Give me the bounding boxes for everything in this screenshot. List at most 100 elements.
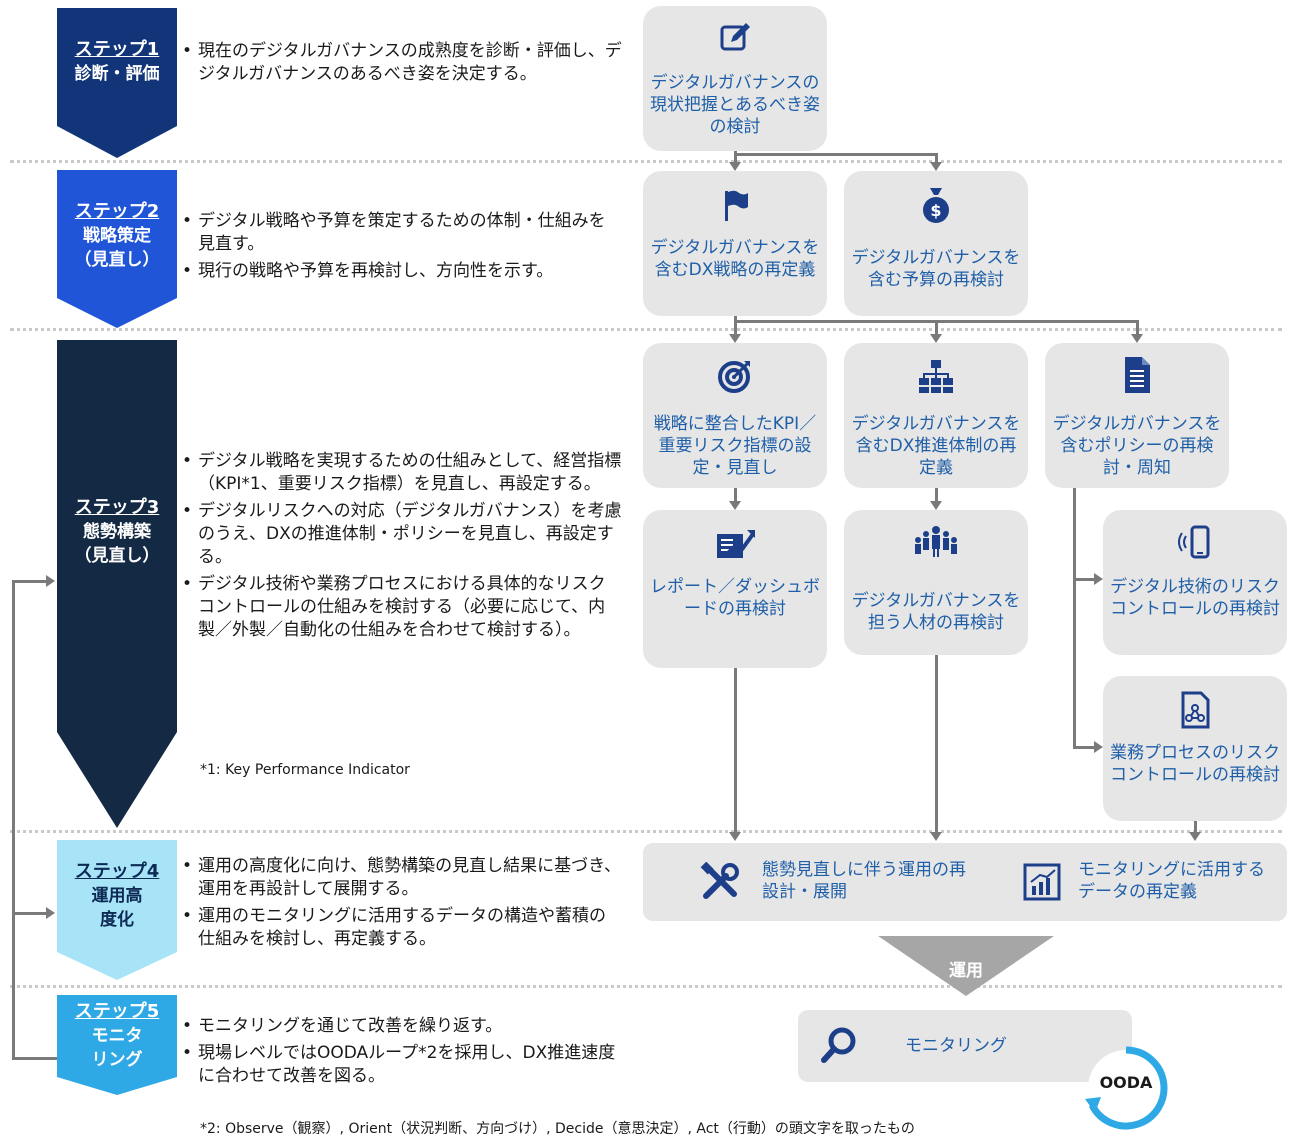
search-icon — [821, 1027, 856, 1063]
connector — [734, 668, 737, 833]
connector-arrow — [1094, 573, 1103, 585]
bar-chart-icon — [1023, 863, 1061, 901]
connector — [734, 153, 938, 156]
step3-label: ステップ3 態勢構築（見直し） — [57, 496, 177, 568]
ooda-footnote: *2: Observe（観察）, Orient（状況判断、方向づけ）, Deci… — [200, 1121, 915, 1137]
box-current-state: デジタルガバナンスの現状把握とあるべき姿の検討 — [643, 6, 827, 151]
step5-number: ステップ5 — [74, 1001, 160, 1022]
flag-icon — [725, 190, 748, 221]
step4-bullets: 運用の高度化に向け、態勢構築の見直し結果に基づき、運用を再設計して展開する。 運… — [182, 855, 622, 955]
connector — [1136, 320, 1139, 334]
step3-shape — [57, 340, 177, 828]
box-tech-risk: デジタル技術のリスクコントロールの再検討 — [1103, 510, 1287, 655]
connector-arrow — [729, 501, 741, 510]
connector-arrow — [930, 501, 942, 510]
separator — [10, 830, 1282, 833]
separator — [10, 985, 1282, 988]
loop-arrow — [46, 575, 55, 587]
step4-number: ステップ4 — [74, 861, 160, 882]
edit-icon — [720, 23, 750, 51]
box-talent: デジタルガバナンスを担う人材の再検討 — [844, 510, 1028, 655]
operation-arrow-label: 運用 — [949, 961, 983, 981]
box-text: 業務プロセスのリスクコントロールの再検討 — [1110, 743, 1280, 785]
bullet: デジタル戦略や予算を策定するための体制・仕組みを見直す。 — [182, 210, 622, 256]
ops-data-text: モニタリングに活用するデータの再定義 — [1078, 860, 1265, 902]
operation-arrow — [878, 936, 1054, 996]
step2-number: ステップ2 — [74, 201, 160, 222]
box-kpi: 戦略に整合したKPI／重要リスク指標の設定・見直し — [643, 343, 827, 488]
step4-shape — [57, 840, 177, 980]
bullet: デジタル技術や業務プロセスにおける具体的なリスクコントロールの仕組みを検討する（… — [182, 573, 622, 642]
box-text: デジタルガバナンスを担う人材の再検討 — [851, 591, 1021, 633]
loop-line — [12, 582, 15, 1059]
loop-line — [12, 580, 48, 583]
connector-arrow — [1094, 741, 1103, 753]
bullet: 現在のデジタルガバナンスの成熟度を診断・評価し、デジタルガバナンスのあるべき姿を… — [182, 40, 622, 86]
box-text: デジタルガバナンスを含むDX推進体制の再定義 — [851, 414, 1021, 478]
step2-bullets: デジタル戦略や予算を策定するための体制・仕組みを見直す。 現行の戦略や予算を再検… — [182, 210, 622, 287]
bullet: 運用の高度化に向け、態勢構築の見直し結果に基づき、運用を再設計して展開する。 — [182, 855, 622, 901]
connector — [734, 316, 737, 334]
bullet: デジタル戦略を実現するための仕組みとして、経営指標（KPI*1、重要リスク指標）… — [182, 450, 622, 496]
connector — [1073, 488, 1076, 748]
process-icon — [1181, 691, 1210, 729]
connector-arrow — [930, 162, 942, 171]
operation-band — [643, 843, 1287, 921]
box-process-risk: 業務プロセスのリスクコントロールの再検討 — [1103, 676, 1287, 821]
ops-redesign-text: 態勢見直しに伴う運用の再設計・展開 — [762, 860, 966, 902]
box-dx-strategy: デジタルガバナンスを含むDX戦略の再定義 — [643, 171, 827, 316]
connector — [734, 153, 737, 163]
separator — [10, 160, 1282, 163]
org-chart-icon — [919, 360, 953, 393]
bullet: デジタルリスクへの対応（デジタルガバナンス）を考慮のうえ、DXの推進体制・ポリシ… — [182, 500, 622, 569]
box-budget: $ デジタルガバナンスを含む予算の再検討 — [844, 171, 1028, 316]
bullet: 現行の戦略や予算を再検討し、方向性を示す。 — [182, 260, 622, 283]
box-text: 戦略に整合したKPI／重要リスク指標の設定・見直し — [653, 414, 817, 478]
step5-bullets: モニタリングを通じて改善を繰り返す。 現場レベルではOODAループ*2を採用し、… — [182, 1015, 622, 1092]
box-text: デジタルガバナンスを含むポリシーの再検討・周知 — [1052, 414, 1222, 478]
target-icon — [718, 361, 750, 393]
step2-shape — [57, 170, 177, 328]
connector-arrow — [729, 334, 741, 343]
step5-title: モニタリング — [91, 1026, 143, 1070]
monitoring-text: モニタリング — [905, 1036, 1007, 1056]
connector — [734, 488, 737, 501]
connector — [935, 153, 938, 163]
report-chart-icon — [717, 530, 755, 558]
step5-shape — [57, 995, 177, 1095]
connector — [1073, 746, 1095, 749]
step3-title: 態勢構築（見直し） — [74, 522, 160, 566]
box-policy: デジタルガバナンスを含むポリシーの再検討・周知 — [1045, 343, 1229, 488]
loop-line — [12, 1057, 57, 1060]
step1-label: ステップ1 診断・評価 — [57, 38, 177, 86]
box-text: デジタルガバナンスを含む予算の再検討 — [851, 248, 1021, 290]
connector-arrow — [1189, 832, 1201, 841]
people-icon — [915, 526, 957, 557]
step4-label: ステップ4 運用高度化 — [57, 860, 177, 932]
bullet: 運用のモニタリングに活用するデータの構造や蓄積の仕組みを検討し、再定義する。 — [182, 905, 622, 951]
separator — [10, 328, 1282, 331]
connector — [935, 488, 938, 501]
connector — [935, 320, 938, 334]
step1-bullets: 現在のデジタルガバナンスの成熟度を診断・評価し、デジタルガバナンスのあるべき姿を… — [182, 40, 622, 90]
bullet: モニタリングを通じて改善を繰り返す。 — [182, 1015, 622, 1038]
step3-bullets: デジタル戦略を実現するための仕組みとして、経営指標（KPI*1、重要リスク指標）… — [182, 450, 622, 646]
connector-arrow — [729, 162, 741, 171]
step1-number: ステップ1 — [74, 39, 160, 60]
step2-title: 戦略策定（見直し） — [74, 226, 160, 270]
step5-label: ステップ5 モニタリング — [57, 1000, 177, 1072]
connector — [1073, 578, 1095, 581]
tools-icon — [700, 862, 739, 899]
connector-arrow — [1131, 334, 1143, 343]
loop-line — [12, 912, 48, 915]
money-bag-icon: $ — [923, 188, 949, 223]
box-dx-org: デジタルガバナンスを含むDX推進体制の再定義 — [844, 343, 1028, 488]
box-text: デジタル技術のリスクコントロールの再検討 — [1110, 577, 1280, 619]
ooda-label: OODA — [1099, 1073, 1153, 1092]
document-icon — [1125, 357, 1150, 393]
step1-title: 診断・評価 — [74, 64, 160, 84]
box-text: デジタルガバナンスを含むDX戦略の再定義 — [650, 238, 820, 280]
step3-number: ステップ3 — [74, 497, 160, 518]
step1-shape — [57, 8, 177, 158]
loop-arrow — [46, 907, 55, 919]
